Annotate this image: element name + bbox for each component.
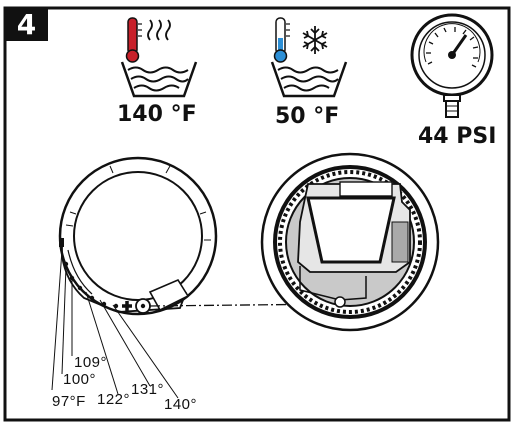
step-badge: 4: [5, 8, 48, 41]
hot-thermometer-tube: [127, 17, 138, 55]
temperature-dial: [58, 156, 218, 316]
panel-border: [3, 6, 511, 422]
valve-cartridge-view: [260, 152, 440, 332]
gauge-needle: [450, 34, 468, 56]
scale-leader-lines: [51, 249, 179, 399]
cartridge-stop-pin: [334, 296, 346, 308]
pressure-label: 44 PSI: [418, 124, 497, 149]
scale-label-109: 109°: [74, 354, 108, 371]
scale-label-100: 100°: [63, 371, 97, 388]
hot-water-icon: [120, 17, 198, 98]
steam-icon: [147, 19, 153, 41]
dial-lever: [148, 278, 190, 312]
step-number: 4: [16, 8, 37, 41]
cold-thermometer-bulb: [273, 49, 288, 63]
hot-temperature-label: 140 °F: [117, 102, 197, 127]
pressure-gauge-icon: [410, 13, 494, 118]
cold-basin: [270, 61, 348, 98]
dial-marker-97: [59, 238, 64, 247]
scale-label-97: 97°F: [52, 393, 86, 410]
cold-temperature-label: 50 °F: [275, 104, 340, 129]
cartridge-stem: [306, 196, 396, 264]
hot-thermometer-bulb: [125, 49, 140, 63]
snowflake-icon: [302, 26, 328, 54]
plus-icon: [122, 301, 132, 311]
scale-label-140: 140°: [164, 396, 198, 413]
cold-water-icon: [270, 17, 348, 98]
scale-label-131: 131°: [131, 381, 165, 398]
scale-label-122: 122°: [97, 391, 131, 408]
serrated-ring: [278, 170, 422, 314]
hot-basin: [120, 61, 198, 98]
